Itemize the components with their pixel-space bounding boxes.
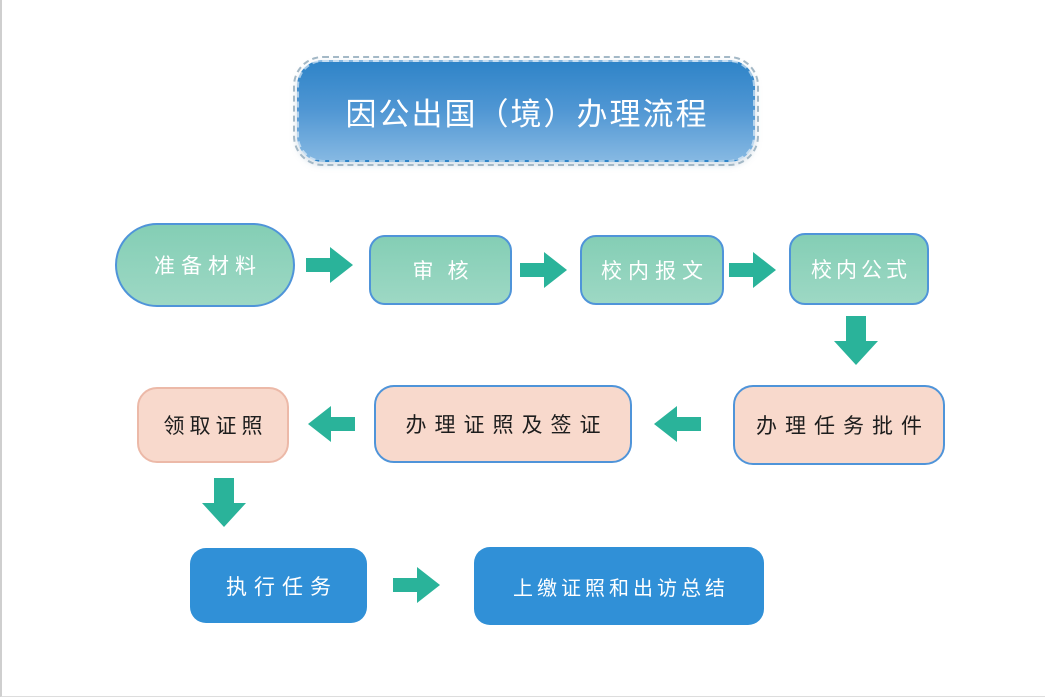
flowchart-title: 因公出国（境）办理流程 <box>293 56 759 166</box>
node-submit-summary: 上缴证照和出访总结 <box>474 547 764 625</box>
edge-campus-report-to-campus-notice <box>729 251 777 289</box>
edge-review-to-campus-report <box>520 251 568 289</box>
arrow-left-icon <box>308 406 355 442</box>
arrow-right-icon <box>393 567 440 603</box>
arrow-right-icon <box>306 247 353 283</box>
edge-collect-documents-to-execute-task <box>201 478 247 528</box>
node-review: 审核 <box>369 235 512 305</box>
arrow-right-icon <box>520 252 567 288</box>
edge-campus-notice-to-task-approval <box>833 316 879 366</box>
arrow-left-icon <box>654 406 701 442</box>
arrow-right-icon <box>729 252 776 288</box>
node-passport-visa: 办理证照及签证 <box>374 385 632 463</box>
node-campus-report: 校内报文 <box>580 235 724 305</box>
node-execute-task: 执行任务 <box>190 548 367 623</box>
edge-passport-visa-to-collect-documents <box>307 405 355 443</box>
edge-execute-task-to-submit-summary <box>393 566 441 604</box>
node-task-approval: 办理任务批件 <box>733 385 945 465</box>
edge-task-approval-to-passport-visa <box>653 405 701 443</box>
edge-prepare-to-review <box>306 246 354 284</box>
arrow-down-icon <box>202 478 246 527</box>
node-prepare-materials: 准备材料 <box>115 223 295 307</box>
arrow-down-icon <box>834 316 878 365</box>
node-campus-notice: 校内公式 <box>789 233 929 305</box>
node-collect-documents: 领取证照 <box>137 387 289 463</box>
